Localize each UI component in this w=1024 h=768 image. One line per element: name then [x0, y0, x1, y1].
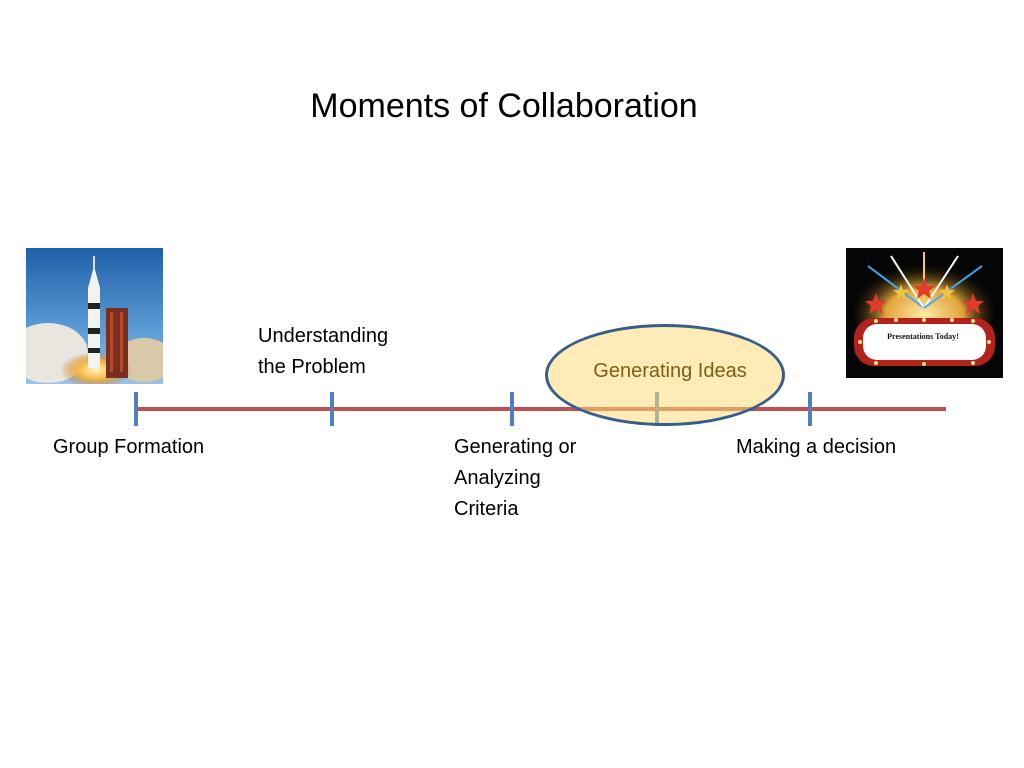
- timeline-tick-criteria: [510, 392, 514, 426]
- timeline-tick-decision: [808, 392, 812, 426]
- highlight-oval: [545, 324, 785, 426]
- timeline-tick-understanding: [330, 392, 334, 426]
- rocket-launch-photo-icon: [26, 248, 163, 384]
- stage-label-group-formation: Group Formation: [53, 436, 205, 458]
- stage-label-understanding-the-problem: Understanding the Problem: [258, 325, 389, 378]
- slide-title: Moments of Collaboration: [310, 87, 698, 125]
- stage-label-generating-or-analyzing-criteria: Generating or Analyzing Criteria: [454, 436, 577, 520]
- stage-label-making-a-decision: Making a decision: [736, 436, 897, 458]
- marquee-sign-text: Presentations Today!: [887, 332, 959, 341]
- timeline-tick-group-formation: [134, 392, 138, 426]
- stage-label-generating-ideas: Generating Ideas: [593, 360, 747, 382]
- timeline-line: [136, 407, 946, 411]
- marquee-sign-photo-icon: [846, 248, 1003, 378]
